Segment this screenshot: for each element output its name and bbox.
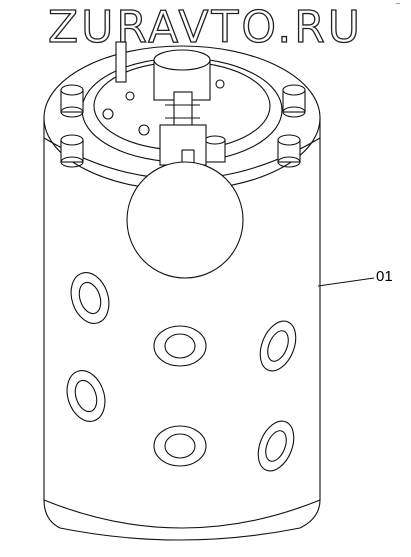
watermark-text: ZURAVTO.RU: [47, 1, 363, 53]
callout-label: 01: [376, 268, 393, 285]
top-fitting: [115, 41, 211, 191]
corner-mark: ~: [395, 0, 401, 8]
ports: [66, 272, 297, 472]
dome: [126, 161, 244, 279]
callout-leader: [317, 277, 375, 287]
top-bolts: [60, 84, 306, 168]
